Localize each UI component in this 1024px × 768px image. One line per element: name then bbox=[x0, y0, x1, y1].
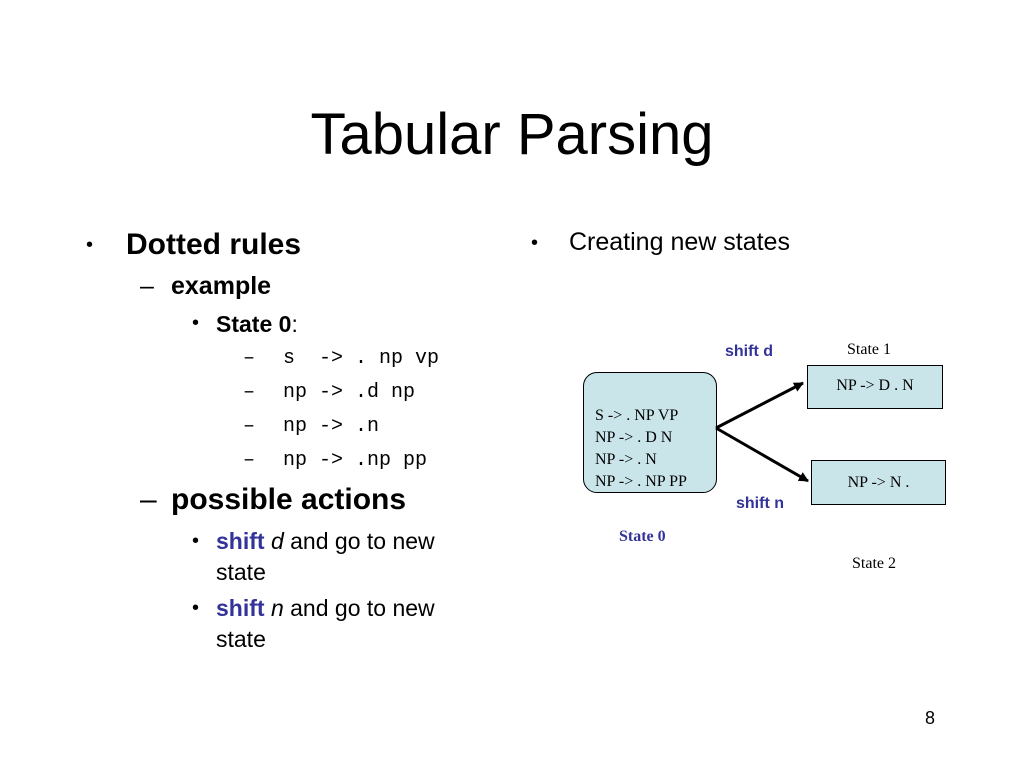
action-2-symbol: n bbox=[270, 595, 284, 621]
action-2: shift n and go to new bbox=[216, 594, 435, 622]
state0-rule-2: NP -> . D N bbox=[595, 429, 673, 446]
arrow-shift-d bbox=[715, 381, 804, 430]
dash-marker: – bbox=[243, 449, 256, 472]
dotted-rule-3: np -> .n bbox=[283, 415, 380, 438]
arrow-shift-n bbox=[715, 426, 809, 483]
bullet-marker: • bbox=[192, 312, 200, 334]
shift-n-label: shift n bbox=[736, 495, 784, 512]
state0-caption: State 0 bbox=[619, 528, 666, 545]
action-1-symbol: d bbox=[270, 528, 284, 554]
state1-caption: State 1 bbox=[847, 341, 891, 358]
bullet-marker: • bbox=[531, 232, 539, 254]
state0-rule-4: NP -> . NP PP bbox=[595, 473, 687, 490]
action-2-rest: and go to new bbox=[283, 595, 435, 621]
dash-marker: – bbox=[140, 483, 157, 516]
dash-marker: – bbox=[243, 415, 256, 438]
state0-rule-1: S -> . NP VP bbox=[595, 407, 679, 424]
state2-box: NP -> N . bbox=[811, 460, 946, 505]
dotted-rule-2: np -> .d np bbox=[283, 381, 416, 404]
page-number: 8 bbox=[925, 708, 936, 728]
state0-colon: : bbox=[291, 311, 298, 337]
action-1-verb: shift bbox=[216, 528, 265, 554]
dotted-rules-heading: Dotted rules bbox=[126, 228, 302, 261]
action-2-cont: state bbox=[216, 626, 266, 652]
state1-box: NP -> D . N bbox=[807, 365, 943, 409]
action-2-verb: shift bbox=[216, 595, 265, 621]
state2-caption: State 2 bbox=[852, 555, 896, 572]
action-1-cont: state bbox=[216, 559, 266, 585]
state0-label: State 0 bbox=[216, 311, 292, 337]
dotted-rule-4: np -> .np pp bbox=[283, 449, 428, 472]
state0-label-line: State 0: bbox=[216, 310, 298, 338]
possible-actions-heading: possible actions bbox=[171, 483, 407, 516]
creating-new-states: Creating new states bbox=[569, 228, 790, 256]
dash-marker: – bbox=[243, 347, 256, 370]
dotted-rule-1: s -> . np vp bbox=[283, 347, 440, 370]
slide-title: Tabular Parsing bbox=[310, 102, 714, 167]
dash-marker: – bbox=[243, 381, 256, 404]
state0-box: S -> . NP VP NP -> . D N NP -> . N NP ->… bbox=[583, 372, 717, 493]
state0-rule-3: NP -> . N bbox=[595, 451, 657, 468]
bullet-marker: • bbox=[86, 234, 94, 256]
bullet-marker: • bbox=[192, 597, 200, 619]
action-1-rest: and go to new bbox=[283, 528, 435, 554]
action-1: shift d and go to new bbox=[216, 527, 435, 555]
shift-d-label: shift d bbox=[725, 343, 773, 360]
bullet-marker: • bbox=[192, 530, 200, 552]
dash-marker: – bbox=[140, 272, 154, 300]
example-heading: example bbox=[171, 272, 272, 300]
